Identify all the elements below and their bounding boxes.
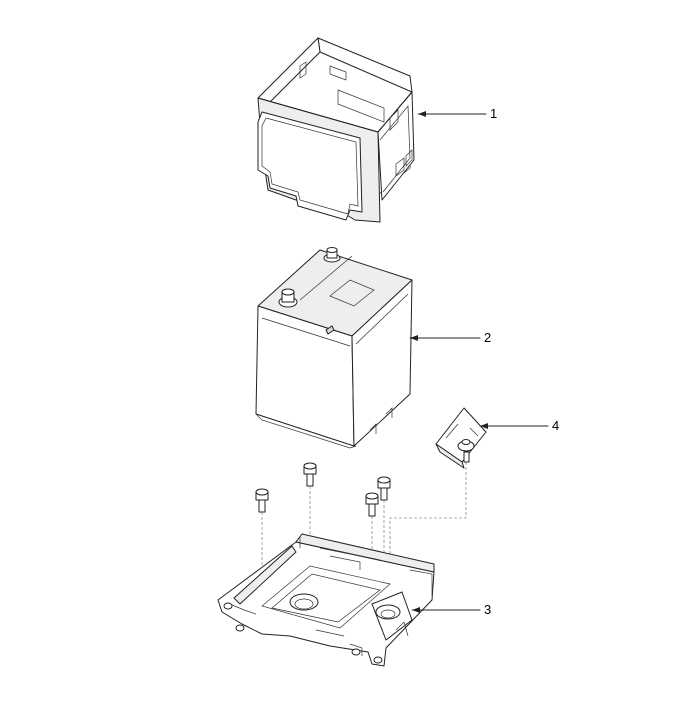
callout-4-label: 4 [552, 418, 559, 433]
bolt-3 [377, 476, 391, 501]
callout-3-arrow [412, 607, 420, 613]
bolt-1 [255, 488, 269, 513]
callout-1-arrow [418, 111, 426, 117]
callout-4-arrow [480, 423, 488, 429]
battery-part [255, 247, 413, 449]
bolt-2 [303, 462, 317, 487]
callout-1-label: 1 [490, 106, 497, 121]
clamp-bracket-part [435, 407, 487, 469]
callout-4: 4 [479, 418, 559, 433]
battery-cover-part [257, 37, 415, 223]
bolt-4 [365, 492, 379, 517]
callout-3: 3 [411, 602, 491, 617]
callout-2-label: 2 [484, 330, 491, 345]
battery-tray-part [217, 533, 435, 667]
callout-2-arrow [410, 335, 418, 341]
callout-3-label: 3 [484, 602, 491, 617]
callout-1: 1 [417, 106, 497, 121]
mounting-bolts [255, 462, 391, 517]
callout-2: 2 [409, 330, 491, 345]
